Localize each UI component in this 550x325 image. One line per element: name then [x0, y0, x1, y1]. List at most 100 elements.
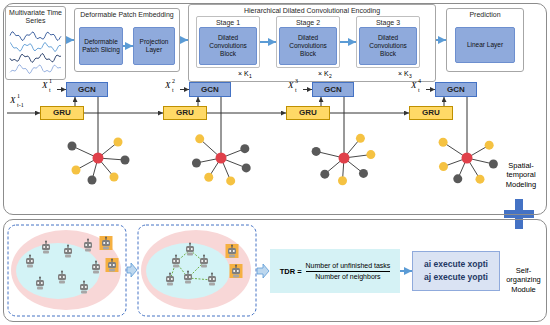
graph-node: [312, 147, 321, 156]
time-series-wave: [10, 43, 61, 52]
robot-icon: [111, 259, 113, 261]
robot-icon: [172, 258, 180, 264]
robot-icon: [81, 286, 83, 288]
outer-region: [11, 230, 121, 310]
module-box: Linear LayerPrediction: [446, 8, 524, 72]
node-text: Projection Layer: [136, 38, 172, 54]
connector: [180, 39, 188, 41]
node-text: ai execute xopti: [424, 258, 488, 271]
robot-icon: [108, 262, 116, 268]
robot-icon: [187, 271, 189, 273]
node-text: Hierarchical Dilated Convolutional Encod…: [191, 7, 433, 15]
robot-icon: [103, 242, 105, 244]
graph-center-node: [339, 153, 350, 164]
variable-label: t-1: [17, 102, 24, 108]
variable-label: 1: [17, 93, 20, 99]
graph-link: [467, 97, 468, 153]
robot-icon: [29, 255, 31, 257]
robot-icon: [203, 255, 205, 257]
section-panel: Multivariate Time SeriesDeformable Patch…: [3, 3, 547, 215]
node-text: Stage 3: [359, 18, 417, 27]
robot-icon: [109, 269, 115, 272]
node-text: GRU: [176, 109, 194, 117]
robot-icon: [173, 260, 175, 262]
robot-icon: [61, 271, 63, 273]
robot-icon: [166, 276, 174, 282]
graph-node: [72, 166, 81, 175]
robot-icon: [42, 244, 50, 250]
robot-icon: [68, 246, 69, 249]
robot-icon: [42, 241, 50, 254]
robot-icon: [106, 258, 119, 272]
robot-icon: [47, 246, 49, 248]
action-box: ai execute xoptiaj execute yopti: [412, 251, 500, 291]
input-arrow: [180, 89, 189, 90]
robot-icon: [172, 255, 180, 268]
layer-box: Linear Layer: [455, 27, 515, 63]
robot-icon: [36, 277, 44, 290]
robot-icon: [43, 251, 49, 254]
robot-icon: [190, 244, 191, 247]
node-text: Multivariate Time Series: [8, 9, 63, 26]
robot-icon: [232, 246, 233, 249]
connector: [75, 97, 76, 106]
node-text: GCN: [78, 86, 96, 94]
inner-region: [16, 243, 100, 299]
robot-icon: [201, 260, 203, 262]
swarm-frame: [8, 225, 256, 316]
robot-icon: [185, 281, 191, 284]
robot-icon: [169, 273, 171, 275]
robot-icon: [62, 272, 63, 275]
graph-node: [439, 138, 448, 147]
robot-icon: [100, 236, 113, 250]
robot-icon: [187, 248, 189, 250]
robot-icon: [212, 274, 213, 277]
graph-node: [242, 163, 251, 172]
graph-node: [366, 150, 375, 159]
robot-icon: [26, 258, 34, 264]
variable-label: t: [172, 87, 174, 93]
node-text: Dilated Convolutions Block: [282, 34, 334, 57]
stage-box: Stage 2Dilated Convolutions Block: [276, 16, 340, 68]
layer-box: Deformable Patch Slicing: [79, 27, 123, 65]
module-box: Multivariate Time Series: [5, 6, 66, 80]
node-text: aj execute yopti: [424, 271, 488, 284]
robot-icon: [106, 238, 107, 241]
robot-icon: [102, 240, 110, 246]
robot-icon: [211, 273, 213, 275]
flow-arrow: [257, 264, 269, 278]
robot-icon: [231, 245, 233, 247]
repeat-label: × K: [398, 70, 409, 77]
fraction: Number of unfinished tasksNumber of neig…: [306, 261, 391, 280]
robot-icon: [59, 281, 65, 284]
graph-node: [439, 162, 448, 171]
robot-icon: [213, 278, 215, 280]
node-text: GRU: [53, 109, 71, 117]
robot-icon: [105, 237, 107, 239]
robot-icon: [233, 275, 239, 278]
robot-icon: [30, 256, 31, 259]
input-arrow: [7, 113, 40, 114]
robot-icon: [233, 250, 235, 252]
node-text: GCN: [324, 86, 342, 94]
robot-icon: [65, 250, 67, 252]
robot-icon: [37, 282, 39, 284]
flow-arrow: [127, 263, 137, 277]
connector: [66, 39, 74, 41]
plus-sign: [504, 199, 534, 229]
robot-icon: [36, 280, 44, 286]
variable-label: 1: [49, 78, 52, 84]
variable-label: t: [418, 87, 420, 93]
robot-icon: [59, 276, 61, 278]
node-text: GCN: [201, 86, 219, 94]
graph-center-node: [93, 153, 104, 164]
robot-icon: [67, 245, 69, 247]
variable-label: X: [165, 81, 171, 90]
robot-icon: [27, 260, 29, 262]
node-text: Stage 1: [199, 18, 257, 27]
robot-icon: [173, 265, 179, 268]
node-text: GRU: [422, 109, 440, 117]
time-series-wave: [10, 32, 61, 40]
robot-icon: [166, 273, 174, 286]
